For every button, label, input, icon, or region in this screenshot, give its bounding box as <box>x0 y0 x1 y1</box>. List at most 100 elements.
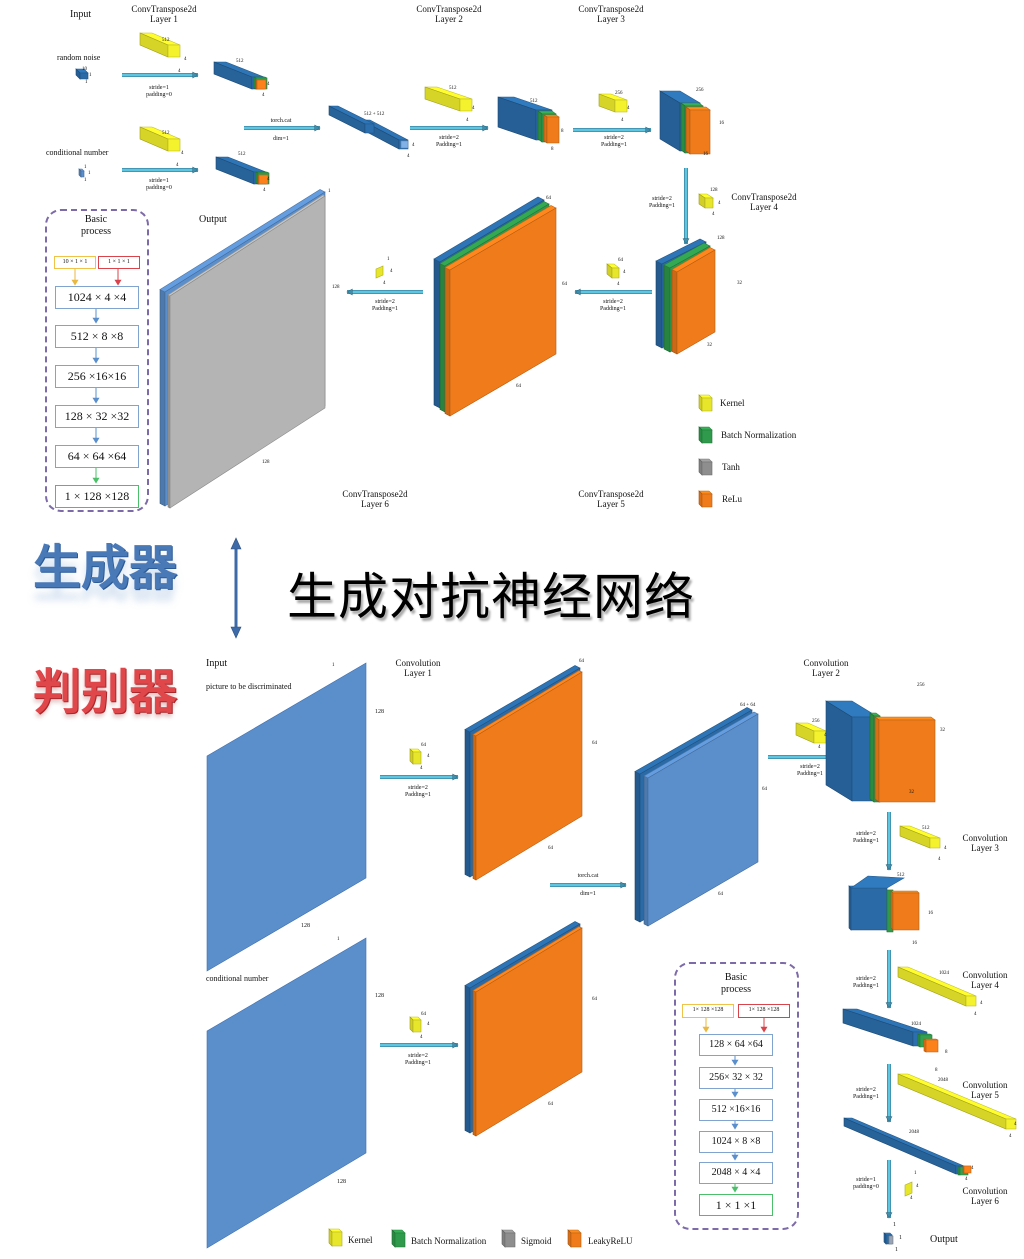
dim-label: 10 <box>82 67 87 72</box>
feature-dim: 512 <box>238 152 246 157</box>
dis-proc-arrowhead-0 <box>731 1059 739 1066</box>
kernel-dim: 4 <box>420 1035 423 1040</box>
dis-concat-sheet-b-edge <box>643 775 649 927</box>
kernel-dim: 64 <box>421 743 426 748</box>
feature-dim: 1 <box>895 1247 898 1253</box>
dis-l6-kernel <box>904 1181 913 1197</box>
gen-input-cond-label: conditional number <box>46 148 109 157</box>
dis-legend-kernel-icon <box>328 1228 343 1247</box>
gen-input-cond-block <box>78 168 85 178</box>
gen-proc-arrowhead-0 <box>92 317 100 324</box>
dis-legend-leakyrelu: LeakyReLU <box>588 1236 633 1246</box>
gen-process-step: 256 ×16×16 <box>55 365 139 388</box>
kernel-dim: 4 <box>466 118 469 123</box>
gen-l1-kernel-noise <box>139 32 181 58</box>
dis-l3-out-blue-front <box>850 887 888 931</box>
gen-legend-bn-icon-side <box>698 426 703 444</box>
up-arrow-head-icon <box>230 537 242 550</box>
dis-input-picture-plane <box>206 662 367 972</box>
gen-input-noise-block <box>75 68 89 80</box>
gen-l5-out-relu <box>444 205 557 417</box>
gen-legend-kernel-icon-side <box>698 394 703 412</box>
gen-l6-kernel <box>375 265 384 279</box>
dis-legend-leakyrelu-icon <box>567 1229 582 1248</box>
gen-legend-kernel-icon <box>698 394 713 412</box>
feature-dim: 1024 <box>911 1022 921 1027</box>
kernel-dim: 4 <box>824 733 827 738</box>
feature-dim: 64 <box>592 741 597 746</box>
gen-proc-arrowhead-1 <box>92 357 100 364</box>
arrow-head <box>620 881 627 889</box>
dis-l3-kernel <box>899 825 941 849</box>
kernel-dim: 4 <box>181 151 184 156</box>
arrow-head <box>885 1212 893 1219</box>
gen-l2-out-relu <box>543 114 560 144</box>
dis-l3-out-blue-top <box>850 875 906 889</box>
gen-output-label: Output <box>199 214 227 225</box>
gen-legend-tanh: Tanh <box>722 462 740 472</box>
gen-l3-out-relu-front <box>689 109 711 155</box>
kernel-dim: 1024 <box>939 971 949 976</box>
feature-dim: 64 <box>516 384 521 389</box>
feature-dim: 256 <box>917 683 925 688</box>
feature-dim: 64 <box>718 892 723 897</box>
dis-l4-arrow <box>885 950 893 1009</box>
dis-legend-sigmoid-icon-front <box>504 1232 516 1248</box>
dis-l3-out-relu-front <box>892 892 920 931</box>
dis-l4-out-relu <box>923 1038 939 1053</box>
dis-process-input-cond: 1× 128 ×128 <box>738 1004 790 1018</box>
arrow-head <box>192 166 199 174</box>
arrow-head <box>645 126 652 134</box>
gen-process-step: 64 × 64 ×64 <box>55 445 139 468</box>
dim-label: 1 <box>337 937 340 942</box>
dis-l1-out-top-blue-edge <box>464 729 471 878</box>
gen-l1-out-cond-relu-front <box>258 174 269 185</box>
kernel-dim: 4 <box>712 212 715 217</box>
dis-input-cond-label: conditional number <box>206 974 269 983</box>
feature-dim: 64 <box>548 1102 553 1107</box>
feature-dim: 512 <box>530 99 538 104</box>
dis-l1-kernel-bottom <box>409 1016 422 1033</box>
gen-proc-arrowhead-3 <box>92 437 100 444</box>
dis-l1-arrow-top <box>380 773 459 781</box>
gen-legend-kernel-icon-front <box>701 397 713 412</box>
gen-proc-arrowhead-in2 <box>114 279 122 286</box>
feature-dim: 8 <box>551 147 554 152</box>
gen-l4-out-relu-edge <box>671 269 678 355</box>
dis-process-step: 512 ×16×16 <box>699 1099 773 1121</box>
dim-label: 128 <box>375 709 384 715</box>
feature-dim: 1 <box>899 1235 902 1241</box>
dis-l1-out-top-relu-edge <box>472 734 477 881</box>
dis-l2-out-relu-front <box>878 719 936 803</box>
dis-legend-bn: Batch Normalization <box>411 1236 487 1246</box>
gen-legend-bn: Batch Normalization <box>721 430 797 440</box>
feature-dim: 512 <box>897 873 905 878</box>
kernel-dim: 4 <box>184 57 187 62</box>
kernel-dim: 1 <box>387 257 390 262</box>
gen-l3-kernel-front <box>614 99 628 113</box>
dis-basic-process <box>674 962 799 1230</box>
kernel-dim: 4 <box>623 270 626 275</box>
arrow-head <box>885 1116 893 1123</box>
kernel-dim: 4 <box>617 282 620 287</box>
feature-dim: 64 <box>762 787 767 792</box>
gen-l2-kernel <box>424 86 473 112</box>
down-arrow-head-icon <box>230 626 242 639</box>
gen-process-step: 512 × 8 ×8 <box>55 325 139 348</box>
gen-l4-kernel <box>698 193 714 209</box>
feature-dim: 32 <box>737 281 742 286</box>
arrow-head <box>314 124 321 132</box>
dis-l1-out-bottom-relu-face <box>475 927 583 1137</box>
dis-output-sigmoid <box>888 1235 894 1245</box>
dis-l5-out-blue-side <box>843 1117 957 1175</box>
dim-label: 1 <box>88 171 91 176</box>
dis-l3-out-relu <box>890 890 920 931</box>
